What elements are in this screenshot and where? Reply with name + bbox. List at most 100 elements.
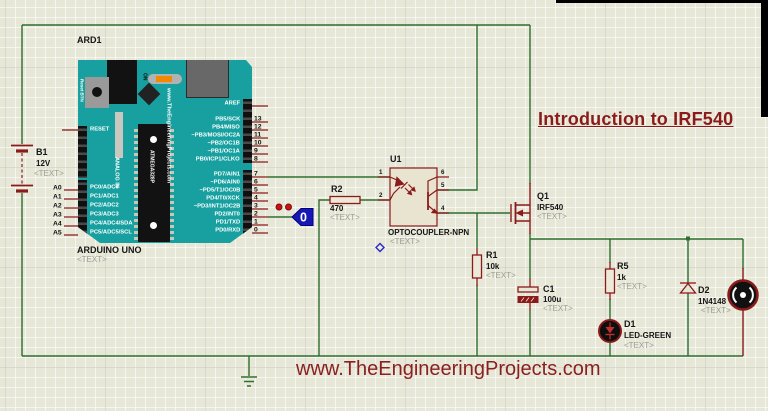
- pin-number[interactable]: 7: [254, 170, 258, 178]
- arduino-text-placeholder[interactable]: <TEXT>: [77, 255, 107, 264]
- pin-row: ~PB2/OC1B 10: [92, 139, 262, 147]
- c1-value[interactable]: 100u: [543, 295, 562, 304]
- r5-ref[interactable]: R5: [617, 261, 629, 271]
- window-edge-right: [761, 0, 768, 117]
- d1-text-placeholder[interactable]: <TEXT>: [624, 341, 654, 350]
- led-d1[interactable]: [598, 319, 622, 343]
- pin-number[interactable]: A4: [53, 220, 62, 228]
- pin-number[interactable]: 2: [254, 210, 258, 218]
- optocoupler-u1[interactable]: [378, 167, 449, 227]
- window-edge-top: [556, 0, 768, 3]
- b1-value[interactable]: 12V: [36, 159, 51, 168]
- pin-number[interactable]: A0: [53, 184, 62, 192]
- u1-value[interactable]: OPTOCOUPLER-NPN: [388, 228, 470, 237]
- motor[interactable]: [727, 268, 759, 356]
- pin-row: PD7/AIN1 7: [92, 170, 258, 178]
- pin-number[interactable]: 10: [254, 139, 262, 147]
- resistor-r2[interactable]: [329, 195, 361, 205]
- r5-value[interactable]: 1k: [617, 273, 626, 282]
- website-annotation[interactable]: www.TheEngineeringProjects.com: [296, 358, 601, 380]
- pin-number[interactable]: 4: [254, 194, 258, 202]
- u1-pin-number: 4: [441, 205, 445, 212]
- resistor-r5[interactable]: [604, 262, 616, 300]
- d2-value[interactable]: 1N4148: [698, 297, 727, 306]
- pin-row: PD2/INT0 2: [92, 210, 258, 218]
- d1-value[interactable]: LED-GREEN: [624, 331, 672, 340]
- power-led-on-icon: [156, 76, 172, 82]
- wire-r2-to-ground[interactable]: [318, 199, 330, 356]
- pin-number[interactable]: 8: [254, 155, 258, 163]
- pin-label: PC2/ADC2: [90, 202, 119, 209]
- wires[interactable]: [21, 24, 744, 376]
- arduino-board[interactable]: Reset BTN ON www.TheEngineeringProjects.…: [78, 60, 252, 243]
- header-reset-icon: [78, 126, 87, 178]
- r1-text-placeholder[interactable]: <TEXT>: [486, 271, 516, 280]
- capacitor-c1[interactable]: [517, 278, 539, 311]
- pin-number[interactable]: 5: [254, 186, 258, 194]
- reset-pin-label: RESET: [90, 126, 110, 133]
- logic-state-toggle[interactable]: 0: [275, 203, 314, 226]
- d2-ref[interactable]: D2: [698, 285, 710, 295]
- wire-u1pin5-to-rail[interactable]: [437, 25, 478, 191]
- opto-transistor-symbol: [427, 176, 439, 214]
- logic-state-value[interactable]: 0: [300, 211, 307, 225]
- mosfet-q1[interactable]: [510, 183, 531, 234]
- u1-text-placeholder[interactable]: <TEXT>: [390, 237, 420, 246]
- r2-ref[interactable]: R2: [331, 184, 343, 194]
- resistor-r1[interactable]: [471, 248, 483, 286]
- reset-btn-silk-label: Reset BTN: [79, 79, 84, 102]
- battery-b1[interactable]: [11, 144, 33, 193]
- d1-ref[interactable]: D1: [624, 319, 636, 329]
- ground-symbol[interactable]: [241, 376, 257, 387]
- pin-number[interactable]: 11: [254, 131, 262, 139]
- title-annotation[interactable]: Introduction to IRF540: [538, 109, 734, 129]
- pin-row: PC3/ADC3 A3: [53, 210, 160, 219]
- r5-text-placeholder[interactable]: <TEXT>: [617, 282, 647, 291]
- pin-number[interactable]: A2: [53, 202, 62, 210]
- arduino-top-pin-labels: AREF PB5/SCK 13 PB4/MISO 12 ~PB3/MOSI/OC…: [92, 99, 262, 163]
- pin-label: PD1/TXD: [215, 219, 240, 226]
- pin-number[interactable]: 9: [254, 147, 258, 155]
- u1-ref[interactable]: U1: [390, 154, 402, 164]
- arduino-ref[interactable]: ARD1: [77, 35, 102, 45]
- pin-number[interactable]: A1: [53, 193, 62, 201]
- r2-value[interactable]: 470: [330, 204, 344, 213]
- q1-value[interactable]: IRF540: [537, 203, 564, 212]
- reset-button-cap-icon[interactable]: [92, 87, 102, 97]
- pin-number[interactable]: 12: [254, 123, 262, 131]
- pin-number[interactable]: 6: [254, 178, 258, 186]
- pin-number[interactable]: 3: [254, 202, 258, 210]
- r1-ref[interactable]: R1: [486, 250, 498, 260]
- pin-number[interactable]: 13: [254, 115, 262, 123]
- arduino-digital-pin-labels: PD7/AIN1 7 ~PD6/AIN0 6 ~PD5/T1/OC0B 5 PD…: [92, 170, 258, 234]
- logicstate-dot[interactable]: [275, 203, 283, 211]
- header-digital-bottom-icon: [243, 170, 252, 237]
- ic-pins-right-icon: [170, 126, 174, 240]
- logicstate-dot[interactable]: [285, 203, 292, 211]
- diode-d2[interactable]: [679, 282, 697, 294]
- pin-number[interactable]: A5: [53, 229, 62, 237]
- pin-number[interactable]: A3: [53, 211, 62, 219]
- arduino-name-label[interactable]: ARDUINO UNO: [77, 245, 142, 255]
- c1-ref[interactable]: C1: [543, 284, 555, 294]
- c1-text-placeholder[interactable]: <TEXT>: [543, 304, 573, 313]
- ic-pins-left-icon: [134, 126, 138, 240]
- d2-text-placeholder[interactable]: <TEXT>: [701, 306, 731, 315]
- pin-row: PC4/ADC4/SDA A4: [53, 219, 160, 228]
- q1-text-placeholder[interactable]: <TEXT>: [537, 212, 567, 221]
- header-digital-top-icon: [243, 99, 252, 163]
- b1-ref[interactable]: B1: [36, 147, 48, 157]
- r2-text-placeholder[interactable]: <TEXT>: [330, 213, 360, 222]
- q1-ref[interactable]: Q1: [537, 191, 550, 201]
- pin-number[interactable]: 0: [254, 226, 258, 234]
- pin-number[interactable]: 1: [254, 218, 258, 226]
- opto-led-symbol: [389, 176, 416, 201]
- u1-pin-number: 1: [379, 169, 383, 176]
- origin-marker-icon: [375, 242, 385, 253]
- pin-label: PB4/MISO: [212, 124, 240, 131]
- pin-row: PC5/ADC5/SCL A5: [53, 228, 160, 237]
- b1-text-placeholder[interactable]: <TEXT>: [34, 169, 64, 178]
- r1-value[interactable]: 10k: [486, 262, 500, 271]
- atmega-ic-icon: ATMEGA328P: [134, 124, 174, 242]
- pin-label: ~PD3/INT1/OC2B: [193, 203, 240, 210]
